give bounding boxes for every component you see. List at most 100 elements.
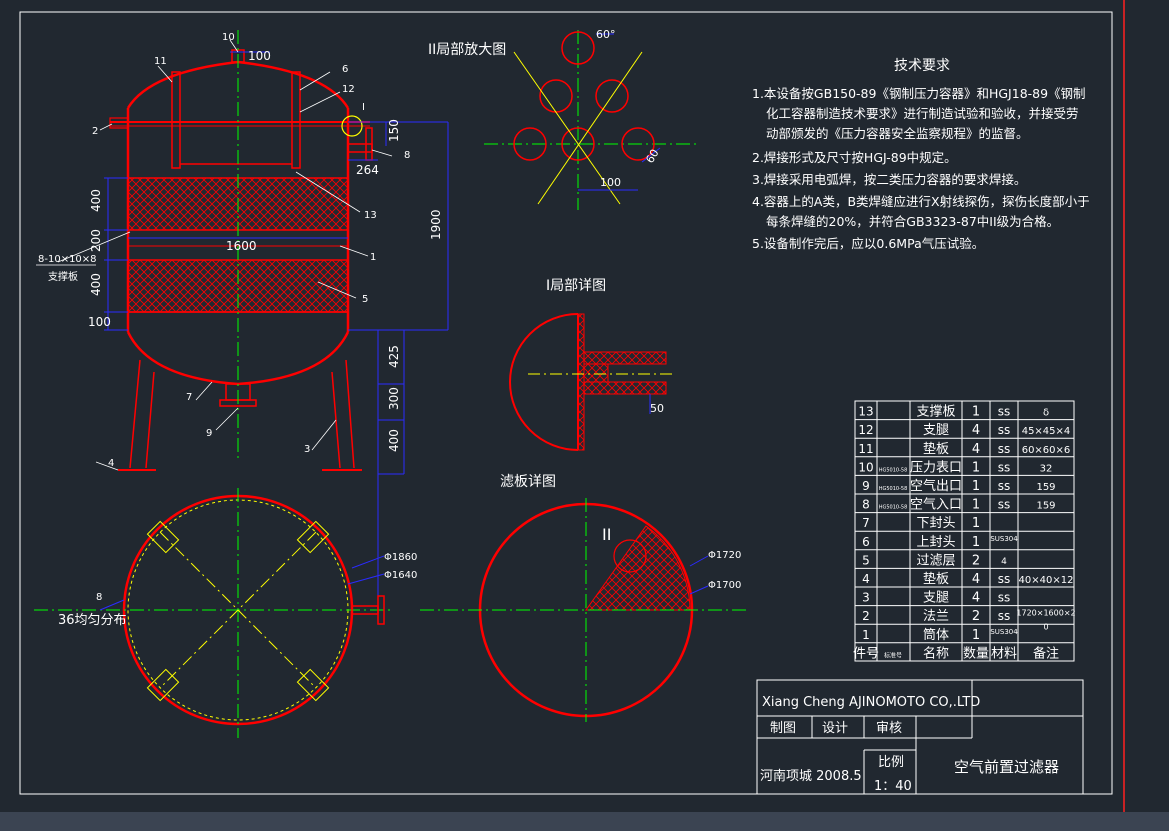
- table-cell-name: 支撑板: [916, 405, 955, 420]
- table-cell-mat: ss: [998, 572, 1011, 586]
- table-cell-no: 9: [862, 479, 870, 493]
- tech-line-4: 2.焊接形式及尺寸按HGJ-89中规定。: [752, 150, 957, 165]
- table-cell-name: 空气入口: [910, 497, 962, 513]
- tb-place-date: 河南项城 2008.5: [760, 768, 862, 784]
- table-merged-note: 1720×1600×2: [1016, 609, 1075, 618]
- dim-60deg: 60°: [596, 28, 616, 41]
- table-merged-note: 0: [1043, 623, 1048, 632]
- table-cell-qty: 2: [972, 553, 980, 568]
- table-cell-name: 支腿: [923, 423, 949, 438]
- table-merged-mat: SUS304: [990, 628, 1018, 636]
- table-cell-mat: ss: [998, 442, 1011, 456]
- table-merged-mat: SUS304: [990, 535, 1018, 543]
- table-cell-mat: ss: [998, 479, 1011, 493]
- detail-i-mark: I: [362, 102, 365, 113]
- table-cell-name: 上封头: [916, 535, 955, 550]
- tech-requirements-list: 1.本设备按GB150-89《钢制压力容器》和HGJ18-89《钢制 化工容器制…: [752, 86, 1090, 251]
- dim-100: 100: [88, 315, 111, 329]
- table-cell-no: 2: [862, 609, 870, 623]
- tech-line-1: 1.本设备按GB150-89《钢制压力容器》和HGJ18-89《钢制: [752, 86, 1086, 101]
- table-cell-name: 下封头: [916, 516, 955, 531]
- tech-line-3: 动部颁发的《压力容器安全监察规程》的监督。: [766, 126, 1029, 141]
- tech-line-5: 3.焊接采用电弧焊，按二类压力容器的要求焊接。: [752, 172, 1026, 187]
- dim-r1860: Φ1860: [384, 552, 417, 563]
- balloon-8: 8: [404, 150, 410, 161]
- dim-400b: 400: [89, 273, 103, 296]
- detail-i-drawing: [509, 313, 676, 451]
- table-cell-no: 6: [862, 535, 870, 549]
- dim-60: 60: [643, 147, 661, 166]
- table-cell-note: 159: [1036, 482, 1055, 493]
- balloon-11: 11: [154, 56, 167, 67]
- table-cell-name: 空气出口: [910, 478, 962, 494]
- tech-requirements-title: 技术要求: [894, 58, 950, 74]
- table-cell-note: 32: [1040, 463, 1053, 474]
- balloon-6: 6: [342, 64, 348, 75]
- dim-400c: 400: [387, 429, 401, 452]
- balloon-4: 4: [108, 458, 114, 469]
- dim-300: 300: [387, 387, 401, 410]
- filter-plate-title: 滤板详图: [500, 474, 556, 490]
- dim-100b: 100: [600, 176, 621, 189]
- table-cell-name: 法兰: [923, 609, 949, 624]
- title-block: [756, 679, 1084, 795]
- table-cell-name: 垫板: [923, 571, 949, 587]
- balloon-13: 13: [364, 210, 377, 221]
- vessel-plan-view: [34, 488, 390, 738]
- tech-line-6: 4.容器上的A类，B类焊缝应进行X射线探伤，探伤长度部小于: [752, 194, 1090, 209]
- detail-ii-title: II局部放大图: [428, 42, 506, 58]
- balloon-12: 12: [342, 84, 355, 95]
- dim-50: 50: [650, 402, 664, 415]
- dim-200: 200: [89, 229, 103, 252]
- support-plate-note: 8-10×10×8: [38, 254, 97, 265]
- table-merged-mat: 4: [1001, 557, 1007, 567]
- table-cell-qty: 4: [972, 423, 980, 438]
- table-cell-no: 8: [862, 498, 870, 512]
- tb-draw: 制图: [770, 721, 796, 736]
- table-cell-note: 40×40×12: [1019, 575, 1074, 586]
- table-cell-no: 10: [858, 460, 873, 474]
- table-cell-note: 45×45×4: [1022, 426, 1071, 437]
- tech-line-7: 每条焊缝的20%，并符合GB3323-87中II级为合格。: [766, 214, 1059, 229]
- table-cell-mat: ss: [998, 609, 1011, 623]
- table-cell-qty: 2: [972, 609, 980, 624]
- dim-8: 8: [96, 592, 102, 603]
- tb-scale-label: 比例: [878, 755, 904, 770]
- balloon-7: 7: [186, 392, 192, 403]
- table-cell-qty: 1: [972, 535, 980, 550]
- table-cell-name: 过滤层: [916, 553, 955, 568]
- table-cell-mat: ss: [998, 498, 1011, 512]
- table-header-cell: 数量: [963, 646, 989, 661]
- company-name: Xiang Cheng AJINOMOTO CO,.LTD: [762, 695, 980, 710]
- table-cell-std: HG5010-58: [879, 505, 908, 511]
- balloon-2: 2: [92, 126, 98, 137]
- part-balloon-texts: 11 2 10 6 12 8 13 1 5 7 9 3 4 I: [92, 32, 410, 469]
- tech-line-8: 5.设备制作完后，应以0.6MPa气压试验。: [752, 236, 984, 251]
- table-cell-mat: ss: [998, 423, 1011, 437]
- table-cell-note: 60×60×6: [1022, 445, 1071, 456]
- dim-400a: 400: [89, 189, 103, 212]
- table-cell-name: 支腿: [923, 591, 949, 606]
- table-cell-name: 压力表口: [910, 460, 962, 475]
- table-cell-no: 12: [858, 423, 873, 437]
- dim-1600: 1600: [226, 239, 257, 253]
- table-cell-qty: 1: [972, 405, 980, 420]
- drawing-name: 空气前置过滤器: [954, 758, 1059, 776]
- part-leaders: [57, 39, 393, 471]
- support-plate-label: 支撑板: [48, 270, 78, 283]
- table-cell-mat: ss: [998, 405, 1011, 419]
- table-cell-name: 垫板: [923, 441, 949, 457]
- dim-264: 264: [356, 163, 379, 177]
- table-cell-mat: ss: [998, 460, 1011, 474]
- dim-425: 425: [387, 345, 401, 368]
- table-cell-no: 1: [862, 628, 870, 642]
- table-header-cell: 标准号: [884, 651, 902, 659]
- table-cell-qty: 1: [972, 628, 980, 643]
- dim-top-nozzle: 100: [248, 49, 271, 63]
- status-bar: [0, 812, 1169, 831]
- vessel-front-view: [109, 49, 373, 471]
- drawing-frame: [19, 11, 1113, 795]
- tb-scale: 1：40: [874, 779, 912, 794]
